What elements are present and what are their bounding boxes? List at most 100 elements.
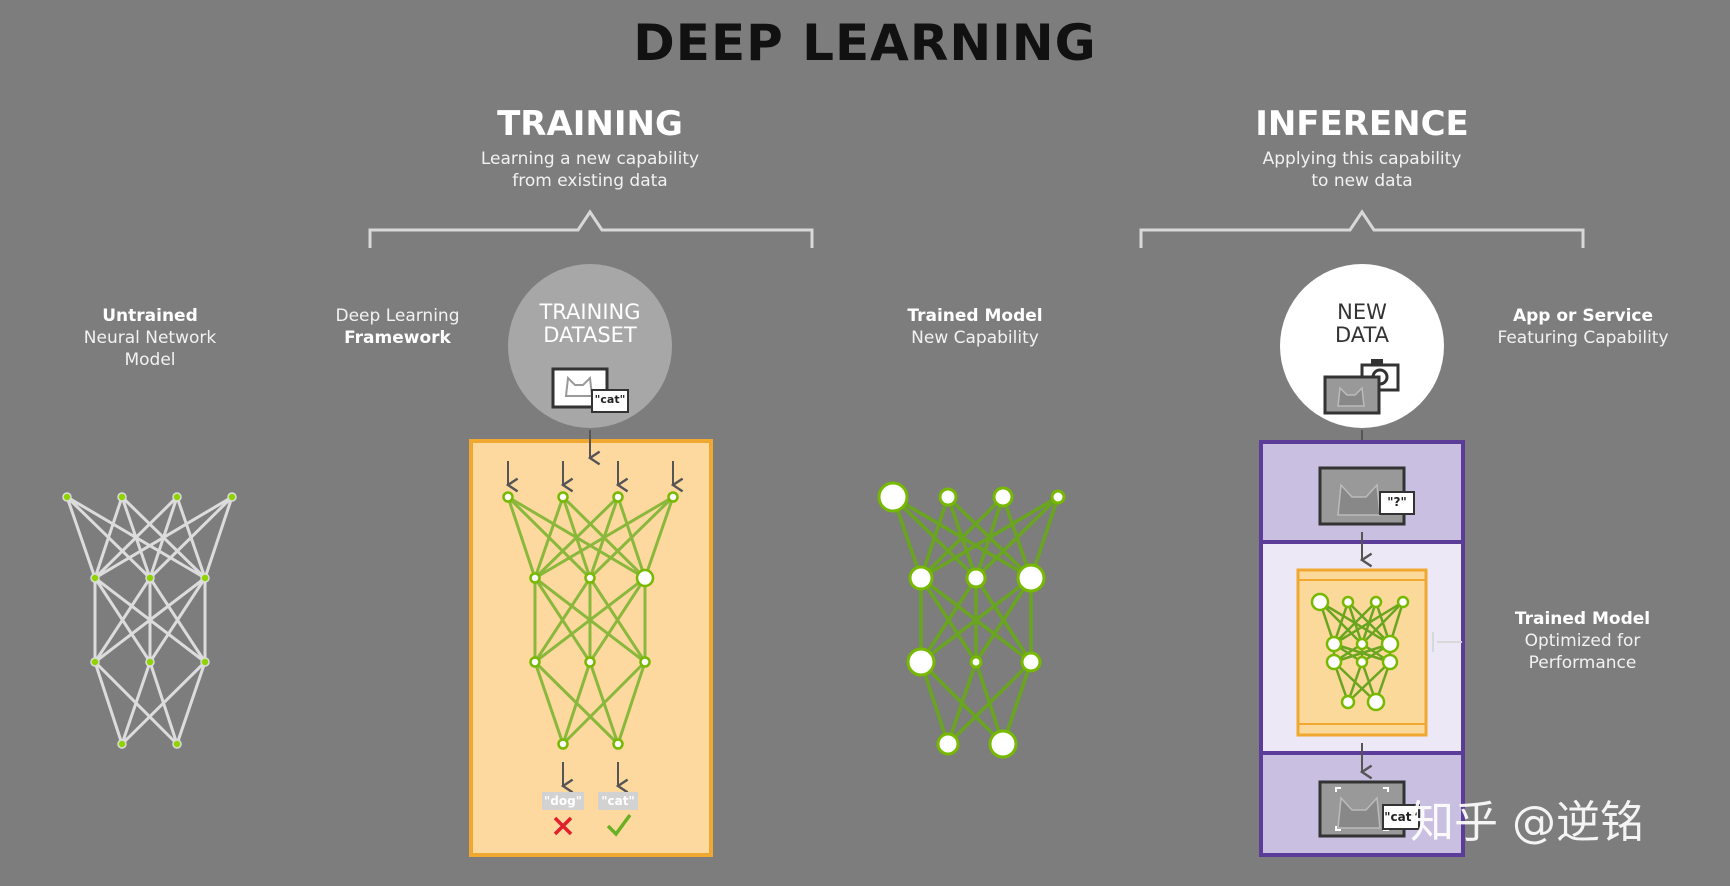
network-edge [561,661,592,745]
network-node [200,573,210,583]
training-subtitle-2: from existing data [512,171,668,191]
network-edge [1347,661,1391,703]
training-bracket [368,209,814,248]
network-edge [175,661,207,745]
network-node [667,491,679,503]
network-edge [93,496,124,579]
network-edge [93,661,124,745]
network-edge [533,577,592,663]
network-node [90,657,100,667]
network-node [90,573,100,583]
network-node [612,491,624,503]
network-node [145,657,155,667]
network-edge [148,577,207,663]
network-node [529,572,541,584]
network-node [502,491,514,503]
optimized-label: Trained Model Optimized for Performance [1514,609,1651,673]
network-edge [94,495,233,580]
inference-bracket [1139,209,1585,248]
input-arrows [505,461,684,493]
network-edge [1333,600,1404,646]
network-node [965,567,987,589]
network-node [584,572,596,584]
network-edge [1333,601,1377,645]
untrained-network [62,492,237,749]
network-node [1381,653,1399,671]
training-subtitle-1: Learning a new capability [480,149,700,169]
network-node [969,655,983,669]
network-edge [946,661,978,745]
network-node [1340,694,1356,710]
network-node [557,491,569,503]
network-node [1380,634,1400,654]
network-node [1325,635,1343,653]
network-node [635,568,655,588]
network-node [529,656,541,668]
framework-label: Deep Learning Framework [335,306,460,348]
network-node [908,565,934,591]
training-title: TRAINING [497,104,683,144]
training-dataset-label: TRAINING DATASET [539,300,641,347]
network-node [200,657,210,667]
diagram-title: DEEP LEARNING [633,14,1097,72]
network-edge [919,577,978,663]
network-node [612,738,624,750]
network-edge [946,660,1033,746]
network-node [1016,563,1046,593]
network-node [936,732,960,756]
result-cat-tag: "cat" [1382,804,1420,830]
network-edge [506,496,537,579]
network-node [877,481,909,513]
training-dataset-circle [508,264,672,428]
cat-image-icon [1318,780,1406,838]
network-edge [93,495,179,580]
network-edge [588,495,675,580]
network-node [117,739,127,749]
network-edge [534,495,674,580]
training-network [502,491,679,750]
inference-subtitle-1: Applying this capability [1262,149,1462,169]
cat-tag: "cat" [594,393,626,406]
network-node [557,738,569,750]
network-edge [533,495,620,580]
network-node [1355,655,1369,669]
network-node [1396,595,1410,609]
network-node [988,729,1018,759]
network-edge [120,661,152,745]
network-node [938,487,958,507]
network-edge [561,660,647,746]
network-edge [148,495,234,580]
network-edge [65,496,97,579]
network-node [172,492,182,502]
new-data-label: NEW DATA [1334,300,1390,347]
network-node [1341,595,1355,609]
network-node [1355,637,1369,651]
cat-output-tag: "cat" [598,792,638,810]
inference-title: INFERENCE [1255,104,1469,144]
network-edge [534,576,646,664]
network-node [1020,651,1042,673]
network-node [992,486,1014,508]
network-edge [919,576,1033,664]
network-edge [533,496,565,579]
untrained-label: Untrained Neural Network Model [83,306,217,370]
network-edge [533,661,565,745]
network-node [639,656,651,668]
cat-image-icon [551,367,629,413]
optimized-network [1310,592,1410,712]
inference-subtitle-2: to new data [1311,171,1413,191]
network-node [584,656,596,668]
check-mark-icon [606,813,632,837]
network-node [1369,595,1383,609]
question-tag: "?" [1387,495,1407,509]
watermark: 知乎 @逆铭 [1410,797,1644,848]
x-mark-icon [553,816,573,836]
network-node [62,492,72,502]
trained-network [877,481,1066,759]
network-node [906,647,936,677]
network-edge [94,576,206,664]
network-edge [919,495,1005,580]
dog-output-tag: "dog" [542,792,584,810]
network-node [172,739,182,749]
network-edge [616,661,647,745]
